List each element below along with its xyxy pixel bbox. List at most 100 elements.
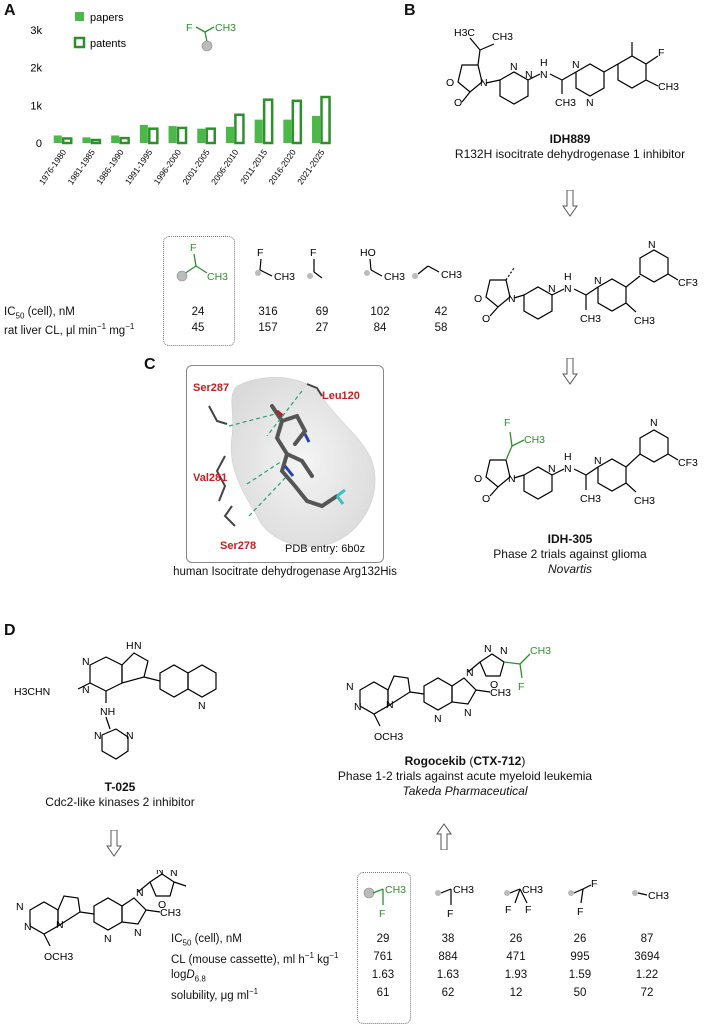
arrow-up [436, 823, 452, 850]
idh889-n3: N [525, 69, 533, 81]
idh889-n2: N [510, 61, 518, 73]
bar-papers [312, 115, 321, 143]
idh305-structure: N O O F CH3 N N H CH3 N CH3 N CF3 [474, 417, 698, 507]
sar-substituents-a: F CH3 F CH3 F HO CH3 CH3 [176, 242, 462, 283]
d-sub4: F F [568, 878, 597, 918]
idh889-desc: R132H isocitrate dehydrogenase 1 inhibit… [454, 147, 686, 161]
dint-n7: N [156, 870, 164, 877]
y-tick-label: 0 [36, 138, 42, 150]
t025-h: H [126, 640, 134, 652]
legend-swatch-papers [75, 12, 84, 21]
bar-patents [148, 127, 159, 145]
sub2-f: F [257, 247, 263, 259]
idh889-ch3b: CH3 [555, 97, 576, 109]
int-n1: N [508, 293, 516, 305]
x-tick-label: 1976-1980 [37, 147, 69, 186]
dint-n6: N [134, 927, 142, 939]
rogo-n4: N [434, 713, 442, 725]
panel-c-caption: human Isocitrate dehydrogenase Arg132His [173, 566, 397, 578]
sar-value-sol: 61 [376, 987, 390, 999]
residue-val281: Val281 [193, 472, 228, 484]
dint-ch3: CH3 [160, 907, 181, 919]
int-ch3a: CH3 [580, 313, 601, 325]
bar-papers [197, 128, 206, 143]
sub4-ho: HO [360, 247, 376, 259]
y-tick-label: 2k [30, 63, 42, 75]
rogo-n2: N [354, 701, 362, 713]
int-n4: N [648, 240, 656, 251]
residue-ser287: Ser287 [193, 382, 230, 394]
dsub3-ch3: CH3 [522, 884, 543, 896]
int-ch3b: CH3 [634, 315, 655, 327]
dint-n3: N [56, 919, 64, 931]
t025-desc: Cdc2-like kinases 2 inhibitor [45, 795, 195, 809]
sar-value-logd: 1.63 [371, 969, 395, 981]
t025-n1: N [82, 656, 90, 668]
sar-value-cl: 884 [438, 951, 458, 963]
int-n2: N [548, 283, 556, 295]
idh305-n3: N [594, 455, 602, 467]
dint-n4: N [104, 933, 112, 945]
idh889-n1: N [480, 77, 488, 89]
d-intermediate-structure: N N N OCH3 N N N CH3 N N O [16, 870, 187, 963]
idh305-cf3: CF3 [678, 457, 698, 469]
bar-patents [320, 95, 331, 145]
idh305-ch3a: CH3 [580, 493, 601, 505]
bar-patents [61, 137, 73, 145]
rogo-n8: N [500, 645, 508, 657]
substituent-ethyl: CH3 [412, 265, 462, 281]
rogo-ch3: CH3 [490, 687, 511, 699]
substituent-hydroxyethyl: HO CH3 [360, 247, 405, 283]
idh305-company: Novartis [547, 562, 592, 576]
idh889-structure: N O O H3C CH3 N N N H CH3 N N F CH3 [446, 27, 679, 109]
idh305-name: IDH-305 [547, 532, 593, 546]
t025-n2: N [82, 684, 90, 696]
idh889-n5: N [586, 97, 594, 109]
y-tick-label: 3k [30, 25, 42, 37]
arrow-down-2 [562, 358, 578, 385]
dint-n2: N [24, 921, 32, 933]
sar-value-sol: 72 [640, 987, 654, 999]
sar-substituents-d: CH3 F CH3 F CH3 F F F F CH3 [363, 878, 669, 920]
sar-value-cl: 761 [373, 951, 393, 963]
highlight-box-a [163, 236, 235, 346]
bar-papers [283, 119, 292, 143]
sar-value-ic50: 69 [315, 306, 329, 318]
legend-label-papers: papers [90, 12, 124, 24]
fluoroethyl-motif: F CH3 [186, 22, 236, 52]
sar-value-sol: 12 [509, 987, 523, 999]
t025-nh: NH [100, 706, 115, 718]
t025-name: T-025 [104, 780, 136, 794]
idh305-n4: N [650, 417, 658, 429]
arrow-down-1 [562, 190, 578, 217]
x-tick-label: 1986-1990 [94, 147, 126, 186]
substituent-fluoromethyl: F [307, 247, 323, 279]
sar-value-ic50: 87 [640, 933, 654, 945]
idh305-n1: N [508, 473, 516, 485]
dsub3-f2: F [525, 904, 531, 916]
bar-patents [291, 99, 303, 145]
bar-papers [53, 135, 62, 143]
dsub1-f: F [379, 908, 385, 920]
idh889-nh-h: H [540, 57, 548, 69]
x-tick-label: 1991-1995 [123, 147, 155, 186]
panel-label-d: D [4, 622, 16, 639]
sub3-f: F [310, 247, 316, 259]
bar-patents [262, 98, 274, 145]
attachment-point-icon [201, 40, 213, 52]
bar-papers [254, 119, 263, 143]
int-o2: O [482, 313, 490, 325]
bar-papers [225, 126, 234, 143]
intermediate-structure: N O O N N H CH3 N CH3 N CF3 [474, 240, 698, 327]
dint-n5: N [136, 887, 144, 899]
idh305-nh-n: N [564, 463, 572, 475]
sar-value-cl: 3694 [634, 951, 660, 963]
idh305-n2: N [548, 463, 556, 475]
sar-value-ic50: 42 [434, 306, 448, 318]
sar-a-ic50-label: IC50 (cell), nM [4, 306, 75, 321]
rogo-n7: N [484, 643, 492, 655]
sar-value-logd: 1.22 [635, 969, 659, 981]
rogo-ch3-green: CH3 [530, 645, 551, 657]
legend-swatch-patents [73, 36, 86, 49]
dsub4-f2: F [577, 906, 583, 918]
